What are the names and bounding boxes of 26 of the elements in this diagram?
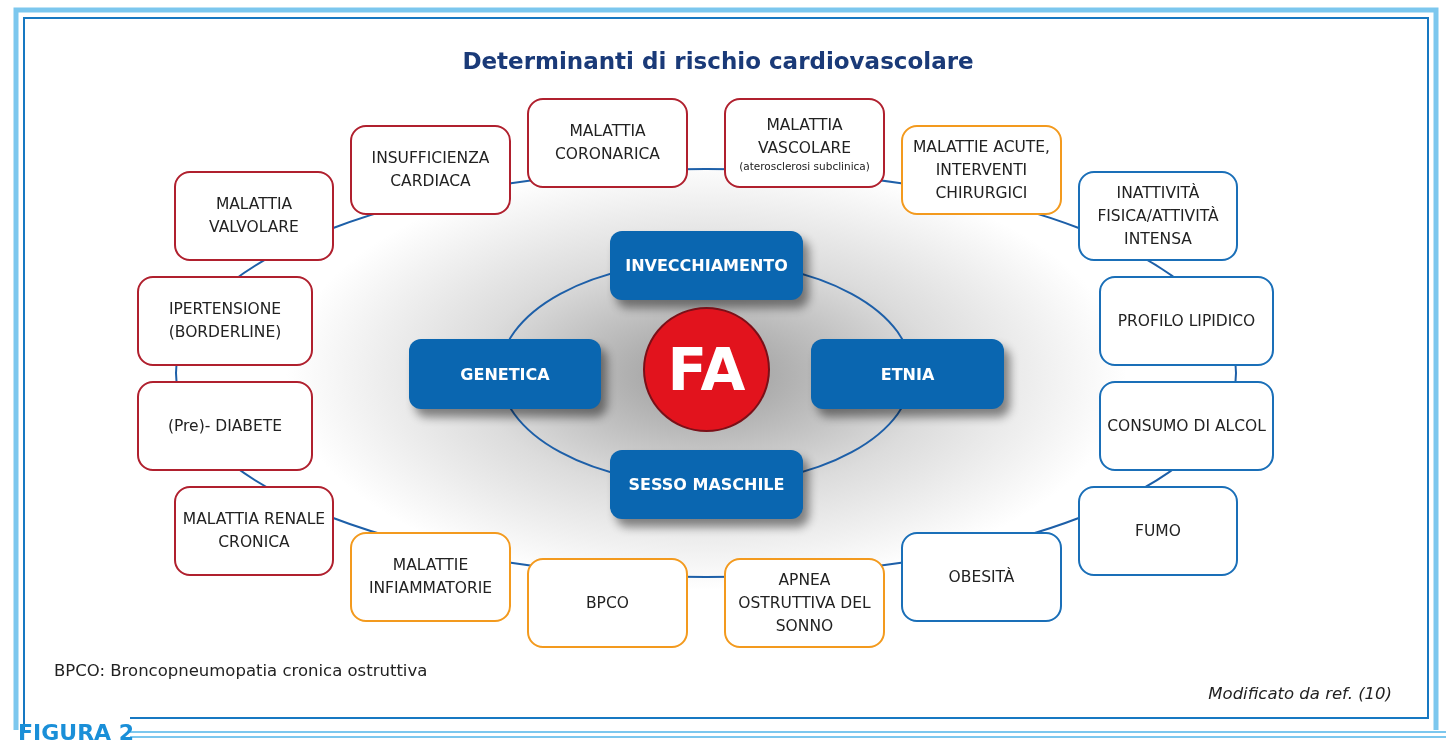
risk-factor-box: (Pre)- DIABETE [137,381,313,471]
determinant-box: GENETICA [409,339,601,409]
risk-factor-box: MALATTIA RENALE CRONICA [174,486,334,576]
risk-factor-box: OBESITÀ [901,532,1062,622]
risk-factor-box: MALATTIA VALVOLARE [174,171,334,261]
risk-factor-box: PROFILO LIPIDICO [1099,276,1274,366]
risk-factor-box: INSUFFICIENZA CARDIACA [350,125,511,215]
risk-factor-box: CONSUMO DI ALCOL [1099,381,1274,471]
risk-factor-box: INATTIVITÀ FISICA/ATTIVITÀ INTENSA [1078,171,1238,261]
figure-label: FIGURA 2 [18,722,135,740]
box-text: MALATTIA VASCOLARE [756,114,853,159]
source-note: Modificato da ref. (10) [1208,684,1392,703]
risk-factor-box: FUMO [1078,486,1238,576]
risk-factor-box: MALATTIA CORONARICA [527,98,688,188]
determinant-box: ETNIA [811,339,1004,409]
risk-factor-box: APNEA OSTRUTTIVA DEL SONNO [724,558,885,648]
box-note: (aterosclerosi subclinica) [739,159,870,173]
risk-factor-box: BPCO [527,558,688,648]
title: Determinanti di rischio cardiovascolare [461,48,975,74]
determinant-box: SESSO MASCHILE [610,450,803,519]
risk-factor-box: MALATTIE ACUTE, INTERVENTI CHIRURGICI [901,125,1062,215]
risk-factor-box: IPERTENSIONE (BORDERLINE) [137,276,313,366]
risk-factor-box: MALATTIE INFIAMMATORIE [350,532,511,622]
determinant-box: INVECCHIAMENTO [610,231,803,300]
footnote: BPCO: Broncopneumopatia cronica ostruttiva [54,661,428,680]
risk-factor-box [724,98,885,188]
